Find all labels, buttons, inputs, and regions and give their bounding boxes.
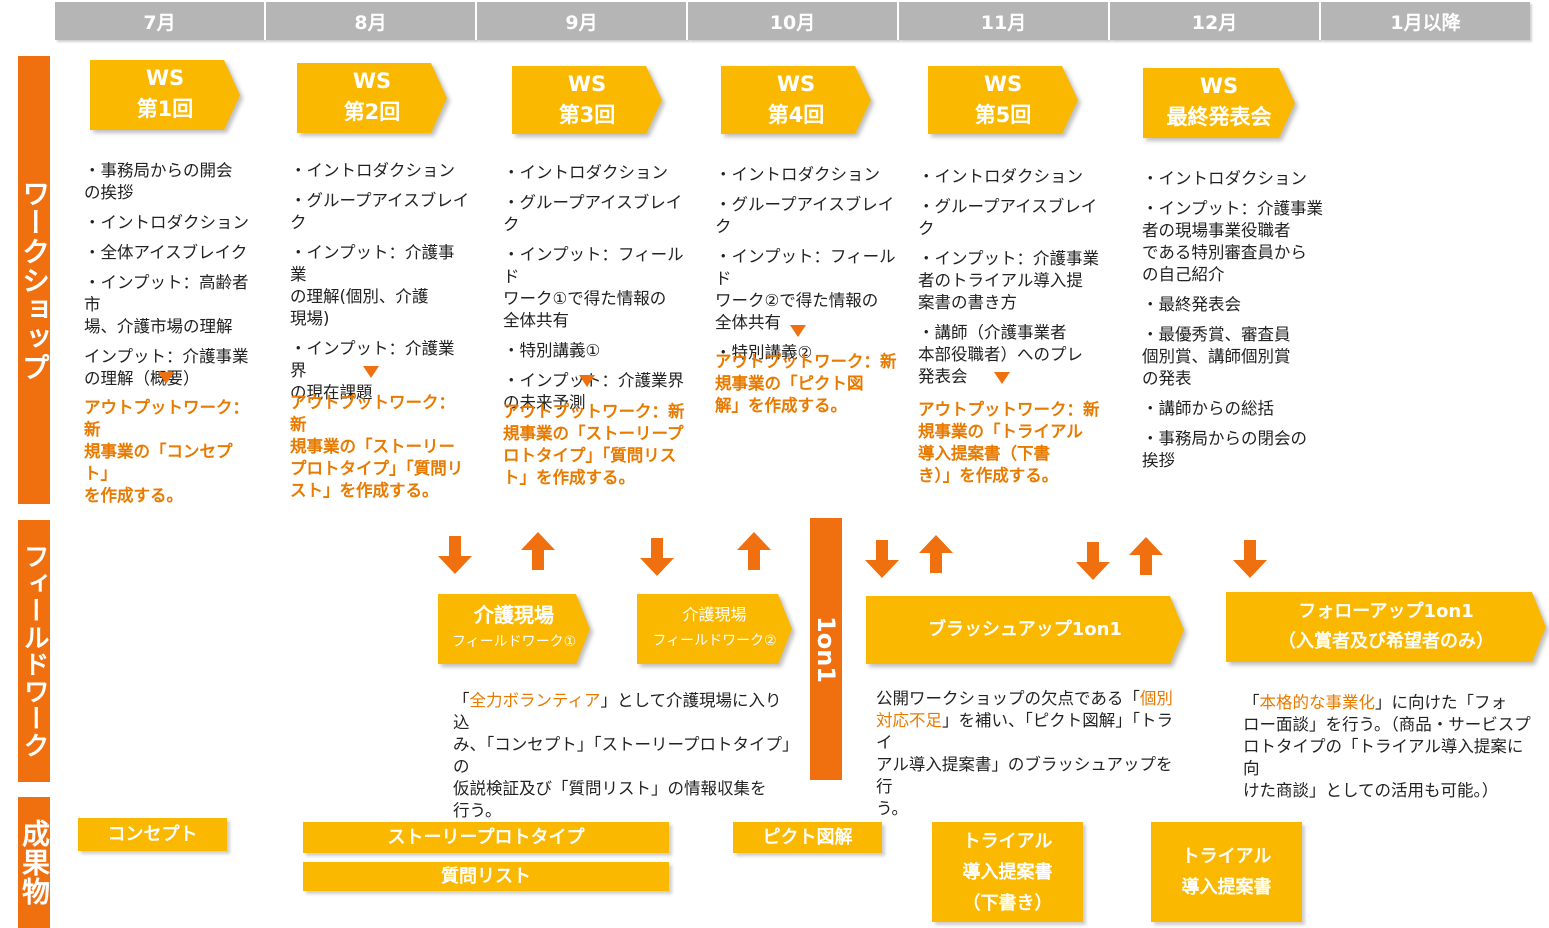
list-item: ・インプット：高齢者市 場、介護市場の理解 — [84, 273, 249, 336]
month-header-10: 10月 — [688, 2, 899, 40]
ws5-output: アウトプットワーク：新 規事業の「トライアル 導入提案書（下書 き）」を作成する… — [918, 400, 1100, 485]
list-item: ・インプット：介護事業 の理解(個別、介護 現場) — [290, 243, 455, 328]
list-item: ・インプット：介護業界 の現在課題 — [290, 339, 455, 402]
list-item: ・事務局からの閉会の 挨拶 — [1142, 429, 1307, 470]
followup-note: 「本格的な事業化」に向けた「フォ ロー面談」を行う。（商品・サービスプ ロトタイ… — [1243, 693, 1531, 800]
ws1-items: ・事務局からの開会 の挨拶 ・イントロダクション ・全体アイスブレイク ・インプ… — [84, 160, 264, 398]
list-item: ・最優秀賞、審査員 個別賞、講師個別賞 の発表 — [1142, 325, 1291, 388]
arrow-down-icon — [865, 540, 899, 578]
list-item: ・イントロダクション — [1142, 169, 1307, 188]
month-header-12: 12月 — [1110, 2, 1321, 40]
row-label-fieldwork: フィールドワーク — [18, 520, 50, 782]
list-item: ・インプット：介護事業 者の現場事業役職者 である特別審査員から の自己紹介 — [1142, 199, 1324, 284]
list-item: ・事務局からの開会 の挨拶 — [84, 161, 233, 202]
list-item: ・インプット：フィールド ワーク①で得た情報の 全体共有 — [503, 245, 684, 330]
down-triangle-icon — [994, 372, 1010, 384]
down-triangle-icon — [158, 372, 174, 384]
deliverable-concept: コンセプト — [78, 818, 227, 851]
list-item: ・講師からの総括 — [1142, 399, 1274, 418]
month-header-8: 8月 — [266, 2, 477, 40]
down-triangle-icon — [579, 375, 595, 387]
month-header-jan: 1月以降 — [1321, 2, 1530, 40]
ws2-output: アウトプットワーク：新 規事業の「ストーリー プロトタイプ」「質問リ スト」を作… — [290, 393, 464, 500]
arrow-down-icon — [1233, 540, 1267, 578]
deliverable-story-prototype: ストーリープロトタイプ — [303, 822, 669, 853]
deliverable-trial-draft: トライアル 導入提案書 （下書き） — [932, 822, 1083, 922]
deliverable-pict: ピクト図解 — [733, 822, 882, 853]
followup-1on1-box: フォローアップ1on1 （入賞者及び希望者のみ） — [1226, 592, 1546, 662]
arrow-up-icon — [919, 535, 953, 573]
list-item: ・特別講義① — [503, 341, 601, 360]
ws4-output: アウトプットワーク：新 規事業の「ピクト図 解」を作成する。 — [715, 352, 897, 415]
ws1-output: アウトプットワーク：新 規事業の「コンセプト」 を作成する。 — [84, 398, 249, 505]
fieldwork-note: 「全力ボランティア」として介護現場に入り込 み、「コンセプト」「ストーリープロト… — [453, 691, 791, 820]
ws2-items: ・イントロダクション ・グループアイスブレイ ク ・インプット：介護事業 の理解… — [290, 160, 470, 412]
list-item: ・特別講義② — [715, 343, 813, 362]
brushup-note: 公開ワークショップの欠点である「個別 対応不足」を補い、「ピクト図解」「トライ … — [876, 689, 1173, 818]
list-item: ・イントロダクション — [715, 165, 880, 184]
list-item: ・グループアイスブレイ ク — [290, 191, 470, 232]
one-on-one-bar: 1on1 — [810, 518, 842, 780]
month-header-7: 7月 — [55, 2, 266, 40]
deliverable-trial: トライアル 導入提案書 — [1151, 822, 1302, 922]
down-triangle-icon — [790, 325, 806, 337]
list-item: ・イントロダクション — [918, 167, 1083, 186]
fieldwork-1-box: 介護現場 フィールドワーク① — [438, 594, 590, 664]
brushup-1on1-box: ブラッシュアップ1on1 — [866, 596, 1184, 664]
list-item: ・インプット：介護事業 者のトライアル導入提 案書の書き方 — [918, 249, 1100, 312]
list-item: ・最終発表会 — [1142, 295, 1241, 314]
list-item: ・インプット：フィールド ワーク②で得た情報の 全体共有 — [715, 247, 896, 332]
month-header-9: 9月 — [477, 2, 688, 40]
list-item: ・講師（介護事業者 本部役職者）へのプレ 発表会 — [918, 323, 1083, 386]
arrow-up-icon — [737, 532, 771, 570]
list-item: インプット：介護事業 の理解（概要） — [84, 347, 249, 388]
list-item: ・イントロダクション — [84, 213, 249, 232]
list-item: ・イントロダクション — [503, 163, 668, 182]
deliverable-question-list: 質問リスト — [303, 862, 669, 891]
ws-final-items: ・イントロダクション ・インプット：介護事業 者の現場事業役職者 である特別審査… — [1142, 168, 1332, 480]
row-label-deliverables: 成果物 — [18, 797, 51, 928]
ws5-items: ・イントロダクション ・グループアイスブレイク ・インプット：介護事業 者のトラ… — [918, 166, 1108, 396]
list-item: ・グループアイスブレイク — [503, 193, 683, 234]
arrow-down-icon — [640, 538, 674, 576]
ws4-items: ・イントロダクション ・グループアイスブレイク ・インプット：フィールド ワーク… — [715, 164, 905, 372]
list-item: ・イントロダクション — [290, 161, 455, 180]
month-header-11: 11月 — [899, 2, 1110, 40]
fieldwork-2-box: 介護現場 フィールドワーク② — [637, 594, 792, 664]
list-item: ・グループアイスブレイク — [715, 195, 895, 236]
arrow-down-icon — [438, 536, 472, 574]
arrow-down-icon — [1076, 542, 1110, 580]
arrow-up-icon — [1129, 537, 1163, 575]
ws3-items: ・イントロダクション ・グループアイスブレイク ・インプット：フィールド ワーク… — [503, 162, 698, 422]
down-triangle-icon — [363, 366, 379, 378]
arrow-up-icon — [521, 532, 555, 570]
list-item: ・グループアイスブレイク — [918, 197, 1098, 238]
list-item: ・全体アイスブレイク — [84, 243, 248, 262]
row-label-workshop: ワークショップ — [18, 56, 51, 504]
ws3-output: アウトプットワーク：新 規事業の「ストーリープ ロトタイプ」「質問リス ト」を作… — [503, 402, 685, 487]
